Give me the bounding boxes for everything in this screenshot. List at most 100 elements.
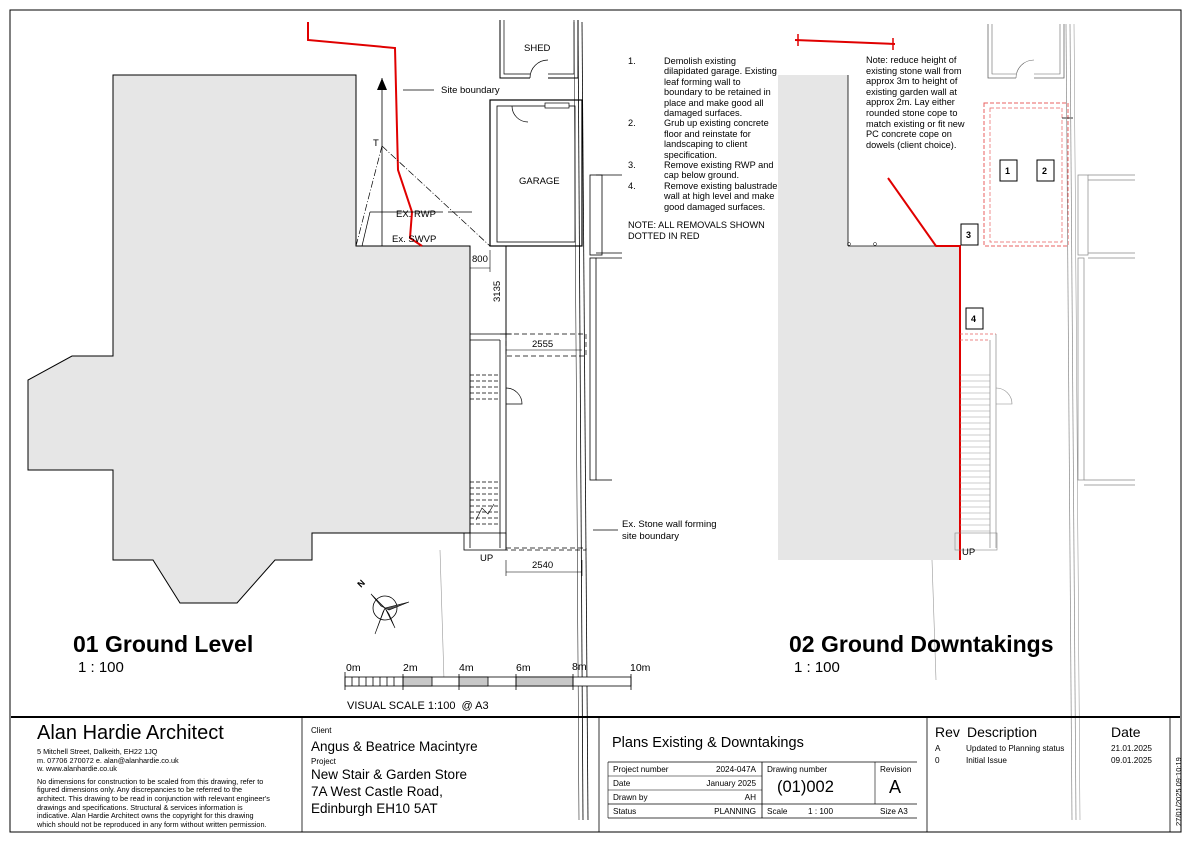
drawing-number: (01)002 bbox=[777, 778, 834, 796]
view2-scale: 1 : 100 bbox=[794, 659, 840, 676]
note-text: Remove existing RWP and cap below ground… bbox=[664, 160, 774, 181]
site-boundary-label: Site boundary bbox=[441, 85, 500, 96]
garage bbox=[489, 99, 583, 247]
existing-house bbox=[27, 74, 471, 604]
rev-header: Rev bbox=[935, 724, 960, 740]
demolition-notes: 1. Demolish existing dilapidated garage.… bbox=[628, 56, 778, 241]
client-name: Angus & Beatrice Macintyre bbox=[311, 739, 478, 754]
date-value: January 2025 bbox=[706, 779, 756, 788]
project-line: New Stair & Garden Store bbox=[311, 767, 468, 782]
company-details: 5 Mitchell Street, Dalkeith, EH22 1JQ m.… bbox=[37, 747, 299, 829]
note-text: Remove existing balustrade wall at high … bbox=[664, 180, 778, 212]
north-arrow bbox=[370, 593, 410, 635]
note-number: 2. bbox=[628, 118, 636, 129]
note-item: 1. Demolish existing dilapidated garage.… bbox=[628, 56, 778, 118]
site-boundary-line bbox=[307, 22, 423, 247]
tag-3: 3 bbox=[966, 230, 971, 240]
company-website: w. www.alanhardie.co.uk bbox=[37, 764, 117, 774]
scale-tick-4: 4m bbox=[459, 662, 474, 674]
shed-label: SHED bbox=[524, 43, 551, 54]
disclaimer-line: drawings and specifications. Structural … bbox=[37, 802, 243, 812]
dim-800: 800 bbox=[472, 254, 488, 265]
ex-rwp-label: EX. RWP bbox=[396, 209, 436, 220]
status-label: Status bbox=[613, 807, 637, 816]
status-value: PLANNING bbox=[714, 807, 756, 816]
client-project-block: Client Angus & Beatrice Macintyre Projec… bbox=[311, 726, 596, 817]
scale-tick-2: 2m bbox=[403, 662, 418, 674]
scale-caption: VISUAL SCALE 1:100 @ A3 bbox=[347, 700, 489, 712]
scale-label: Scale bbox=[767, 807, 788, 816]
scale-tick-8: 8m bbox=[572, 661, 587, 673]
project-number-label: Project number bbox=[613, 765, 669, 774]
up-label-left: UP bbox=[480, 553, 493, 564]
scale-bar bbox=[344, 672, 632, 690]
revision-label: Revision bbox=[880, 765, 912, 774]
north-label: N bbox=[355, 578, 367, 590]
note-text: Grub up existing concrete floor and rein… bbox=[664, 118, 769, 160]
note-item: 4. Remove existing balustrade wall at hi… bbox=[628, 181, 778, 212]
stair-treads bbox=[470, 374, 500, 525]
tag-2: 2 bbox=[1042, 166, 1047, 176]
project-number: 2024-047A bbox=[715, 765, 756, 774]
view1-scale: 1 : 100 bbox=[78, 659, 124, 676]
disclaimer-line: which should not be reproduced in any fo… bbox=[37, 819, 267, 829]
stair-treads-downtakings bbox=[960, 374, 990, 532]
date-header: Date bbox=[1111, 724, 1141, 740]
client-label: Client bbox=[311, 726, 332, 735]
scale-value: 1 : 100 bbox=[808, 807, 834, 816]
revision-value: A bbox=[889, 777, 902, 797]
t-mark: T bbox=[373, 138, 379, 149]
stone-wall-label-1: Ex. Stone wall forming bbox=[622, 519, 717, 530]
timestamp: 27/01/2025 09:10:19 bbox=[1174, 757, 1183, 826]
tag-box-1 bbox=[999, 159, 1018, 182]
company-name: Alan Hardie Architect bbox=[37, 722, 224, 744]
garage-removal bbox=[983, 102, 1069, 247]
revision-description: Initial Issue bbox=[966, 756, 1007, 765]
disclaimer-line: architect. This drawing to be read in co… bbox=[37, 793, 270, 803]
company-contact: m. 07706 270072 e. alan@alanhardie.co.uk bbox=[37, 755, 179, 765]
revision-rev: A bbox=[935, 744, 941, 753]
ex-swvp-label: Ex. SWVP bbox=[392, 234, 436, 245]
title-block-frame bbox=[11, 716, 1180, 832]
drawing-title: Plans Existing & Downtakings bbox=[612, 735, 804, 751]
revision-rev: 0 bbox=[935, 756, 940, 765]
revision-date: 21.01.2025 bbox=[1111, 744, 1152, 753]
note-text: Demolish existing dilapidated garage. Ex… bbox=[664, 56, 777, 119]
tag-box-2 bbox=[1036, 159, 1055, 182]
disclaimer-line: indicative. Alan Hardie Architect owns t… bbox=[37, 811, 254, 821]
tag-box-3 bbox=[960, 223, 979, 246]
drawing-number-label: Drawing number bbox=[767, 765, 828, 774]
dim-2540: 2540 bbox=[532, 560, 553, 571]
note-number: 3. bbox=[628, 160, 636, 171]
drawn-by: AH bbox=[744, 793, 756, 802]
note-item: 3. Remove existing RWP and cap below gro… bbox=[628, 160, 778, 181]
project-line: 7A West Castle Road, bbox=[311, 784, 443, 799]
note-number: 4. bbox=[628, 180, 636, 191]
dimension-lines bbox=[469, 245, 583, 576]
scale-tick-6: 6m bbox=[516, 662, 531, 674]
view2-title: 02 Ground Downtakings bbox=[789, 631, 1054, 657]
scale-tick-10: 10m bbox=[630, 662, 651, 674]
date-label: Date bbox=[613, 779, 631, 788]
tag-box-4 bbox=[965, 307, 984, 330]
sheet-border bbox=[9, 9, 1182, 833]
removal-note: NOTE: ALL REMOVALS SHOWN DOTTED IN RED bbox=[628, 220, 765, 241]
scale-tick-0: 0m bbox=[346, 662, 361, 674]
company-address: 5 Mitchell Street, Dalkeith, EH22 1JQ bbox=[37, 747, 158, 756]
view-ground-level bbox=[27, 20, 622, 821]
project-line: Edinburgh EH10 5AT bbox=[311, 801, 438, 816]
note-item: 2. Grub up existing concrete floor and r… bbox=[628, 118, 778, 160]
wall-note: Note: reduce height of existing stone wa… bbox=[866, 55, 976, 151]
revision-description: Updated to Planning status bbox=[966, 744, 1065, 753]
note-number: 1. bbox=[628, 56, 636, 66]
sheet-size: Size A3 bbox=[880, 807, 908, 816]
disclaimer-line: figured dimensions only. Any discrepanci… bbox=[37, 785, 243, 795]
disclaimer-line: No dimensions for construction to be sca… bbox=[37, 776, 264, 786]
project-label: Project bbox=[311, 757, 336, 766]
dim-2555: 2555 bbox=[532, 339, 553, 350]
description-header: Description bbox=[967, 724, 1038, 740]
tag-4: 4 bbox=[971, 314, 976, 324]
revision-date: 09.01.2025 bbox=[1111, 756, 1152, 765]
existing-house-downtakings bbox=[778, 75, 960, 560]
